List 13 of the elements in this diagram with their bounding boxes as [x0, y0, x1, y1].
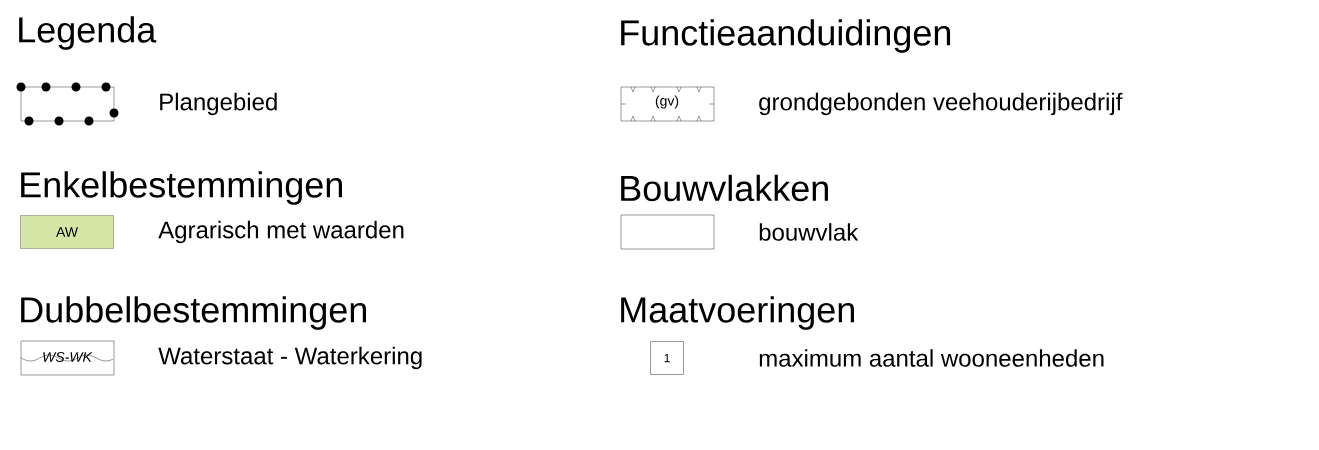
heading: Enkelbestemmingen: [21, 171, 342, 205]
legend-text: maximum aantal wooneenheden: [759, 349, 1104, 367]
legend-text: grondgebonden veehouderijbedrijf: [759, 92, 1123, 116]
legend-text: Plangebied: [160, 92, 277, 116]
heading: Maatvoeringen: [621, 296, 854, 330]
legend-text: bouwvlak: [759, 223, 859, 241]
legend-text: Waterstaat - Waterkering: [158, 346, 422, 370]
heading: Legenda: [19, 16, 157, 50]
heading: Dubbelbestemmingen: [21, 296, 366, 330]
heading: Functieaanduidingen: [621, 19, 951, 53]
legend-text: Agrarisch met waarden: [158, 220, 404, 244]
number-box: 1: [650, 341, 684, 375]
heading: Bouwvlakken: [621, 174, 828, 202]
